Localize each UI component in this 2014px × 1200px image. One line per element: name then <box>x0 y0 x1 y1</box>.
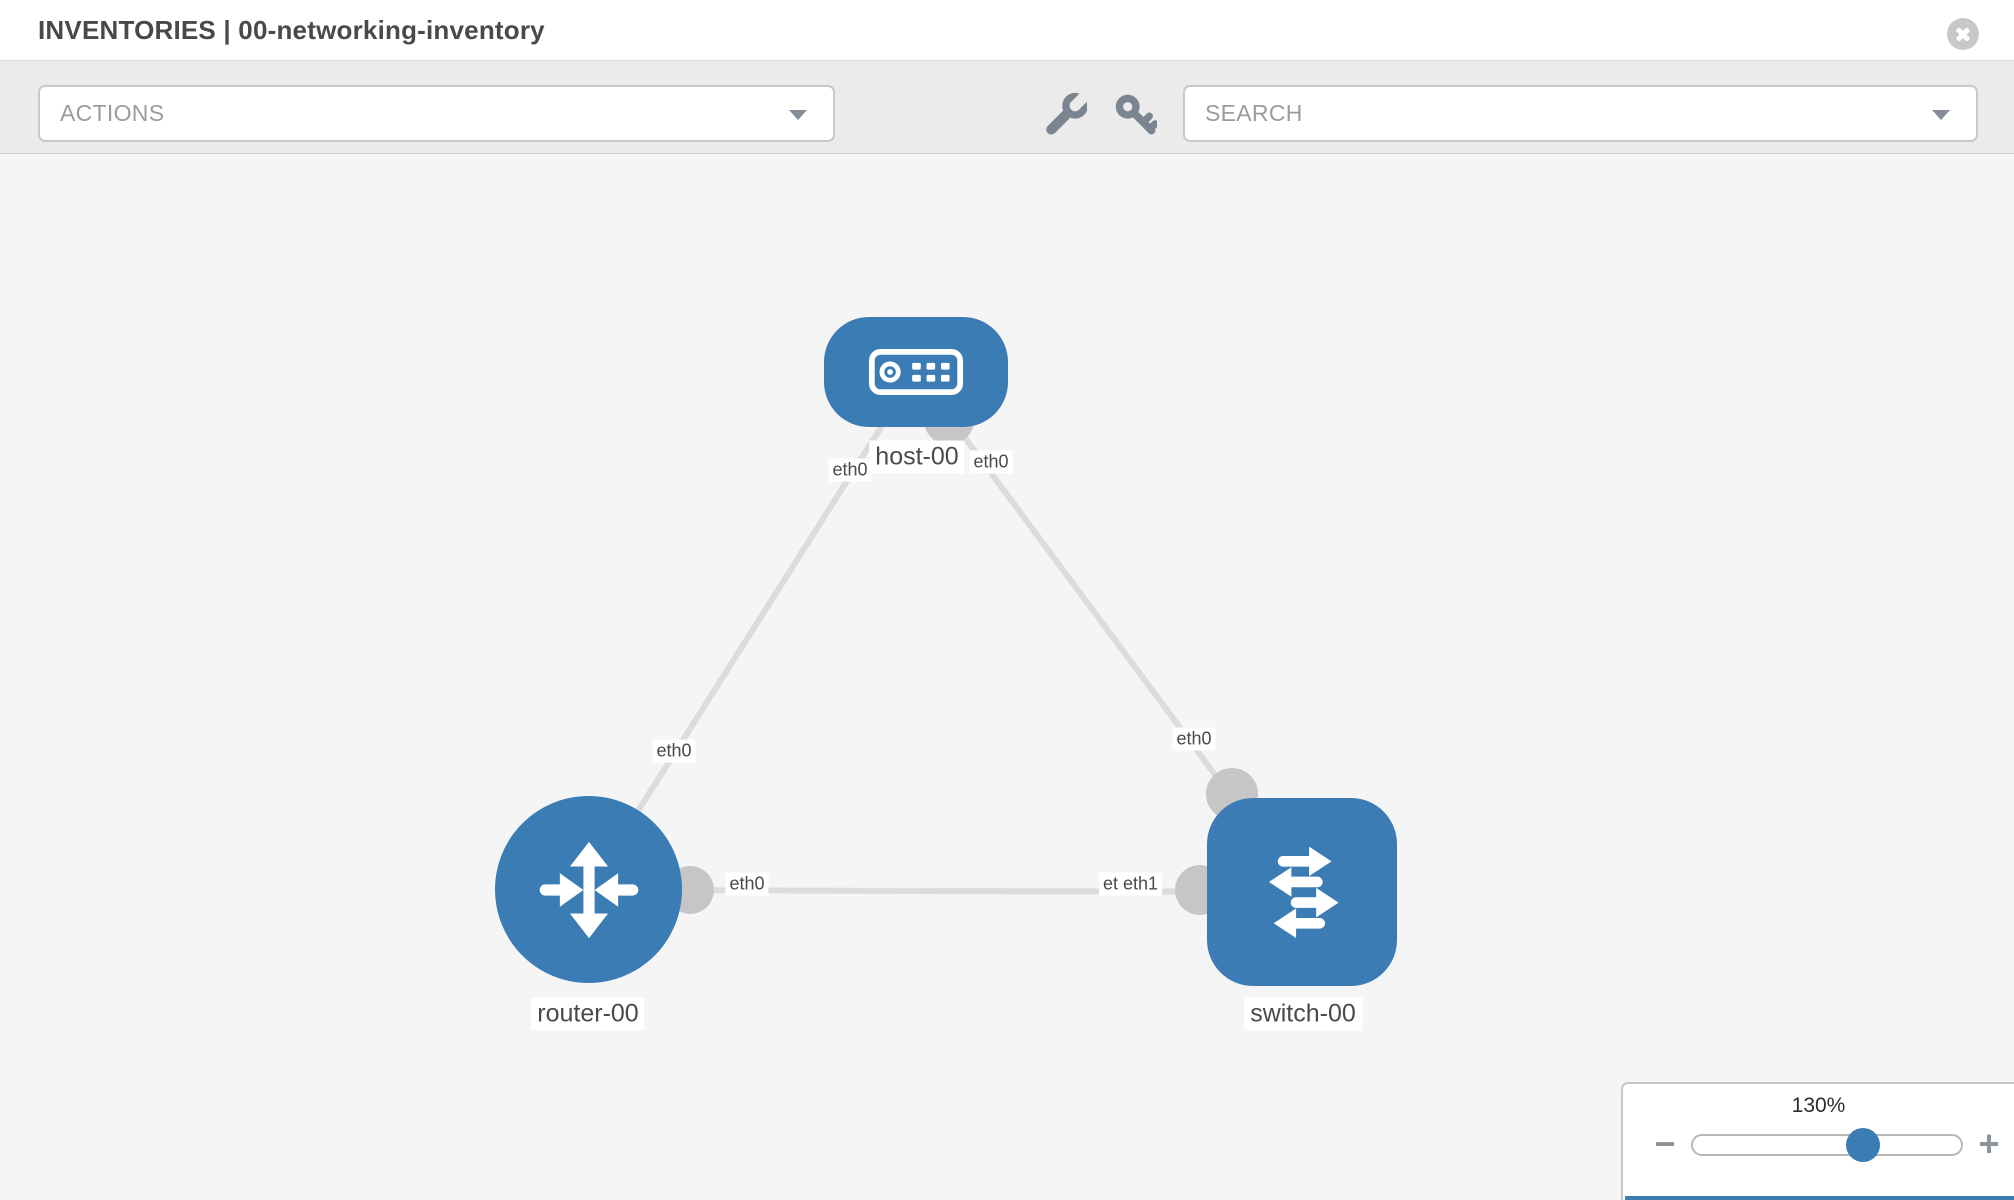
tools-button[interactable] <box>1043 90 1090 136</box>
toolbar: ACTIONS SEARCH <box>0 61 2014 154</box>
server-icon <box>868 348 964 396</box>
node-label-switch-00: switch-00 <box>1244 997 1362 1031</box>
topology-canvas[interactable]: host-00 router-00 switch-00 eth0 eth0 et… <box>0 154 2014 1200</box>
key-icon <box>1115 94 1159 135</box>
zoom-slider-knob[interactable] <box>1846 1128 1880 1162</box>
link-host-router[interactable] <box>585 370 919 892</box>
node-label-router-00: router-00 <box>531 997 645 1031</box>
iface-label-host-right: eth0 <box>969 450 1013 474</box>
wrench-icon <box>1046 90 1090 135</box>
chevron-down-icon <box>1932 109 1950 120</box>
router-arrows-icon <box>539 841 638 938</box>
switch-arrows-icon <box>1268 846 1339 939</box>
iface-label-router-east: eth0 <box>725 872 769 896</box>
panel-accent-bar <box>1625 1196 2014 1200</box>
node-host-00[interactable] <box>824 317 1008 427</box>
node-switch-00[interactable] <box>1207 798 1397 986</box>
iface-label-switch-west: eth1 <box>1119 872 1163 896</box>
search-dropdown[interactable]: SEARCH <box>1183 85 1978 142</box>
zoom-in-button[interactable]: + <box>1978 1123 2000 1164</box>
iface-label-switch-uplink: eth0 <box>1172 727 1216 751</box>
actions-dropdown-label: ACTIONS <box>60 100 165 126</box>
zoom-slider-track[interactable] <box>1691 1134 1963 1156</box>
topology-links-layer <box>585 370 1305 915</box>
zoom-control-panel: 130% − + <box>1621 1082 2014 1200</box>
node-label-host-00: host-00 <box>869 440 965 474</box>
zoom-out-button[interactable]: − <box>1654 1123 1676 1164</box>
iface-label-host-left: eth0 <box>828 458 872 482</box>
iface-label-router-uplink: eth0 <box>652 739 696 763</box>
header: INVENTORIES | 00-networking-inventory <box>0 0 2014 61</box>
node-router-00[interactable] <box>495 796 682 983</box>
chevron-down-icon <box>789 109 807 120</box>
search-dropdown-label: SEARCH <box>1205 100 1303 126</box>
actions-dropdown[interactable]: ACTIONS <box>38 85 835 142</box>
zoom-level-value: 130% <box>1791 1094 1846 1117</box>
close-button[interactable] <box>1947 18 1979 50</box>
credentials-button[interactable] <box>1113 92 1159 136</box>
page-title: INVENTORIES | 00-networking-inventory <box>38 15 545 45</box>
